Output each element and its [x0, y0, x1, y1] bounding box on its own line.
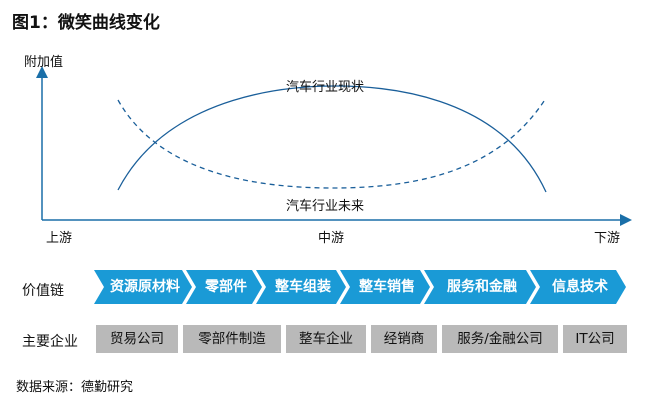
firm-box: 零部件制造 — [183, 325, 281, 353]
source-note: 数据来源：德勤研究 — [16, 380, 134, 395]
value-chain-label: 价值链 — [22, 283, 64, 299]
chain-step: 服务和金融 — [424, 270, 536, 304]
x-tick-midstream: 中游 — [318, 231, 344, 246]
y-axis-label: 附加值 — [24, 54, 63, 70]
firm-box: 服务/金融公司 — [442, 325, 558, 353]
curve-future-label: 汽车行业未来 — [286, 198, 364, 214]
firms-row: 贸易公司 零部件制造 整车企业 经销商 服务/金融公司 IT公司 — [96, 325, 627, 353]
x-tick-downstream: 下游 — [594, 231, 620, 246]
figure-title: 图1：微笑曲线变化 — [12, 13, 160, 33]
firm-box: 贸易公司 — [96, 325, 178, 353]
curve-current — [117, 85, 547, 193]
curve-future — [117, 97, 547, 189]
firms-label: 主要企业 — [22, 334, 78, 350]
chain-step: 资源原材料 — [94, 270, 192, 304]
curve-current-label: 汽车行业现状 — [286, 79, 364, 95]
smile-curve-chart: 附加值 上游 中游 下游 汽车行业现状 汽车行业未来 — [24, 54, 632, 246]
firm-box: 经销商 — [371, 325, 437, 353]
chain-step: 整车销售 — [340, 270, 430, 304]
firm-box: IT公司 — [563, 325, 627, 353]
chain-step: 信息技术 — [530, 270, 626, 304]
value-chain: 资源原材料 零部件 整车组装 整车销售 服务和金融 信息技术 — [94, 270, 626, 304]
firm-box: 整车企业 — [286, 325, 366, 353]
chain-step: 整车组装 — [256, 270, 346, 304]
chain-step: 零部件 — [186, 270, 262, 304]
x-tick-upstream: 上游 — [46, 231, 72, 246]
